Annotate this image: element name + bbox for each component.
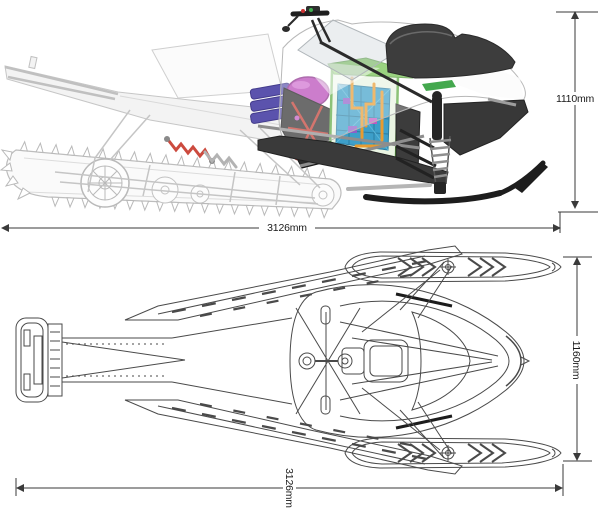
idler-wheel (80, 158, 130, 208)
dim-label-side-height: 1110mm (556, 93, 595, 105)
ski-tip-loop (515, 163, 548, 193)
dim-top-width: 1160mm (563, 256, 592, 462)
rear-bumper (15, 317, 49, 403)
running-board-left (124, 245, 463, 321)
front-suspension (395, 91, 452, 194)
front-ski (346, 160, 548, 205)
track-teeth (19, 140, 329, 220)
top-view (15, 245, 562, 475)
hv-cables (350, 76, 386, 148)
ski-left-top (344, 251, 562, 283)
tunnel-top (61, 317, 293, 405)
dimensions: 1110mm 3126mm 1160mm 3126 (1, 11, 599, 512)
rear-shock-gray (203, 150, 238, 169)
running-board-right (124, 399, 463, 475)
green-accent-stripe (422, 80, 456, 91)
dim-side-height: 1110mm (552, 11, 599, 233)
front-bumper-panel (443, 99, 529, 156)
ski-chevrons (397, 257, 507, 463)
dim-label-top-length: 3126mm (283, 468, 295, 508)
dim-label-top-width: 1160mm (570, 341, 582, 380)
handlebar-top (295, 305, 361, 415)
belly-pan (257, 135, 449, 186)
windshield-top (411, 311, 471, 411)
seat (385, 23, 516, 79)
rear-track-assembly (0, 109, 342, 220)
rear-shock-spring (167, 139, 212, 161)
steering-arms (361, 261, 453, 459)
ski-right-top (344, 437, 562, 469)
dim-top-length: 3126mm (15, 464, 564, 512)
handlebar (282, 6, 433, 104)
handlebar-green-control (309, 8, 313, 12)
dim-side-length: 3126mm (1, 221, 561, 234)
hull (289, 284, 531, 438)
front-bumper-bar (487, 97, 517, 107)
side-view (0, 6, 548, 220)
track-flap (47, 323, 63, 397)
rail-links (54, 109, 321, 206)
handlebar-red-control (301, 9, 305, 13)
dim-label-side-length: 3126mm (267, 222, 307, 234)
